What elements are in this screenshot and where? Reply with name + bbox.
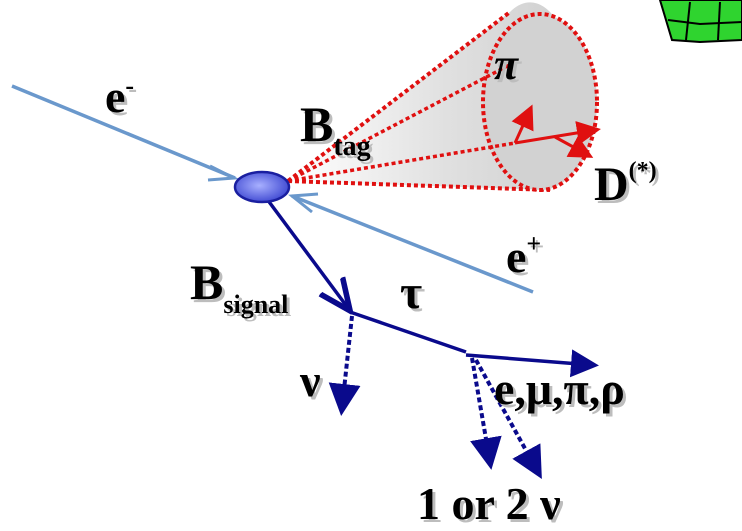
svg-text:ν: ν [302,358,324,409]
d-daughter-track [511,104,534,144]
neutrino-track [328,315,361,416]
electron-beam [11,84,240,182]
collision-vertex [233,170,291,204]
e-plus-label: e+ e+ [506,229,544,285]
svg-text:Btag: Btag [300,96,371,162]
d-daughter-track [554,135,594,158]
nu-label: ν ν [299,355,324,409]
svg-text:e-: e- [105,71,134,122]
b-signal-label: Bsignal Bsignal [190,254,291,322]
d-meson-track [287,141,516,183]
svg-text:Bsignal: Bsignal [190,254,288,319]
svg-text:τ: τ [400,266,422,319]
svg-text:ν: ν [299,355,321,406]
b-signal-track [262,193,348,308]
svg-text:D(*): D(*) [594,158,657,211]
tau-track [349,310,467,354]
neutrinos-label: 1 or 2 ν 1 or 2 ν [417,478,564,531]
d-daughter-track [514,121,601,145]
e-minus-label: e- e- [105,71,137,125]
svg-text:Btag: Btag [303,99,374,165]
svg-text:e+: e+ [509,232,544,285]
b-tag-label: Btag Btag [300,96,374,165]
svg-text:e-: e- [108,74,137,125]
tau-neutrino-tracks [470,357,542,479]
tau-products-label: e,μ,π,ρ e,μ,π,ρ [494,363,628,417]
pion-label: π π [494,40,522,92]
svg-text:π: π [494,40,519,89]
svg-text:1 or 2 ν: 1 or 2 ν [420,481,564,531]
svg-text:e+: e+ [506,229,541,282]
svg-text:π: π [497,43,522,92]
svg-text:τ: τ [403,269,425,322]
positron-beam [288,192,534,294]
corner-logo-icon [658,0,742,44]
svg-text:Bsignal: Bsignal [193,257,291,322]
d-star-label: D(*) D(*) [594,158,660,214]
b-tag-cone [286,2,601,192]
tau-label: τ τ [400,266,425,322]
svg-text:1 or 2 ν: 1 or 2 ν [417,478,561,529]
svg-text:e,μ,π,ρ: e,μ,π,ρ [494,363,625,414]
tau-daughter-track [465,349,599,378]
svg-text:e,μ,π,ρ: e,μ,π,ρ [497,366,628,417]
pion-track [287,60,516,183]
svg-text:D(*): D(*) [597,161,660,214]
